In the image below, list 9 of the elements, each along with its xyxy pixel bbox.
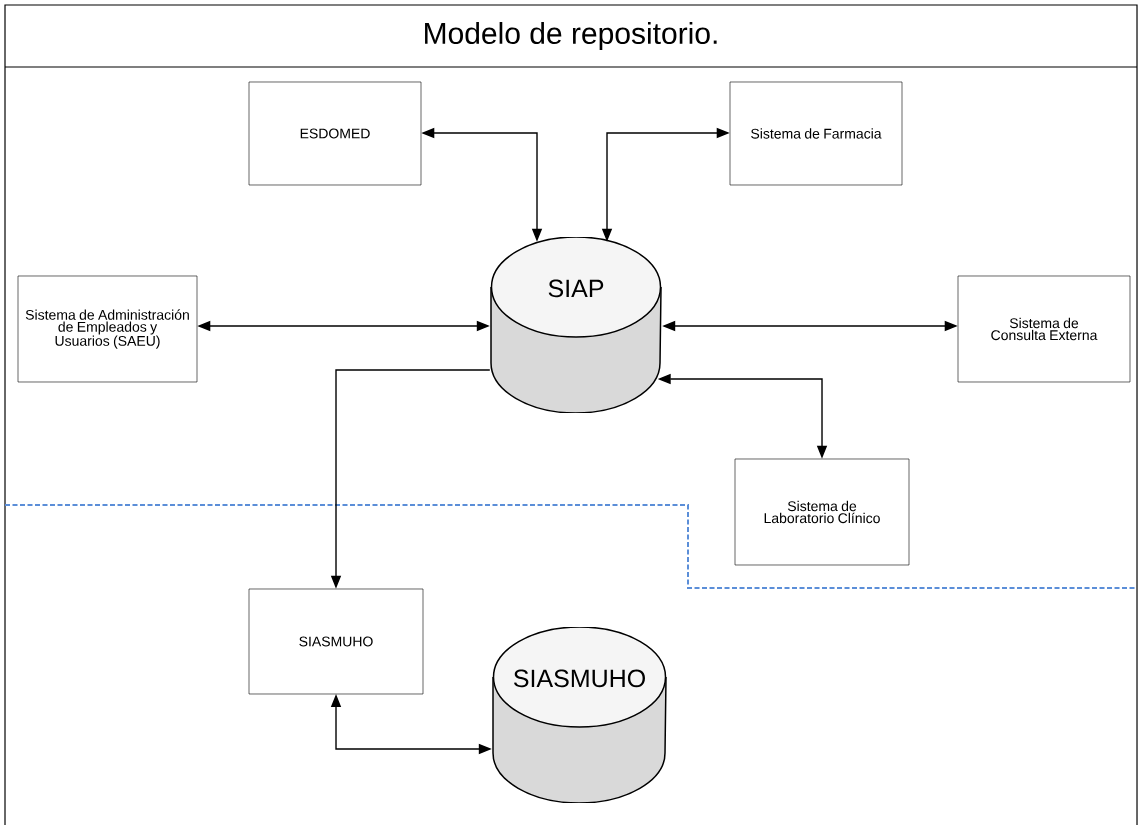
database-cylinder: SIAP	[490, 237, 662, 413]
title: Modelo de repositorio.	[425, 22, 717, 50]
database-cylinder: SIASMUHO	[492, 627, 667, 803]
system-box: SIASMUHO	[248, 588, 424, 695]
system-box: Sistema de Administración de Empleados y Usuarios (SAEU)	[17, 275, 198, 383]
system-box: ESDOMED	[248, 81, 422, 186]
system-box: Sistema de Consulta Externa	[957, 275, 1131, 383]
system-box: Sistema de Farmacia	[729, 81, 903, 186]
system-box: Sistema de Laboratorio Clínico	[734, 458, 910, 566]
